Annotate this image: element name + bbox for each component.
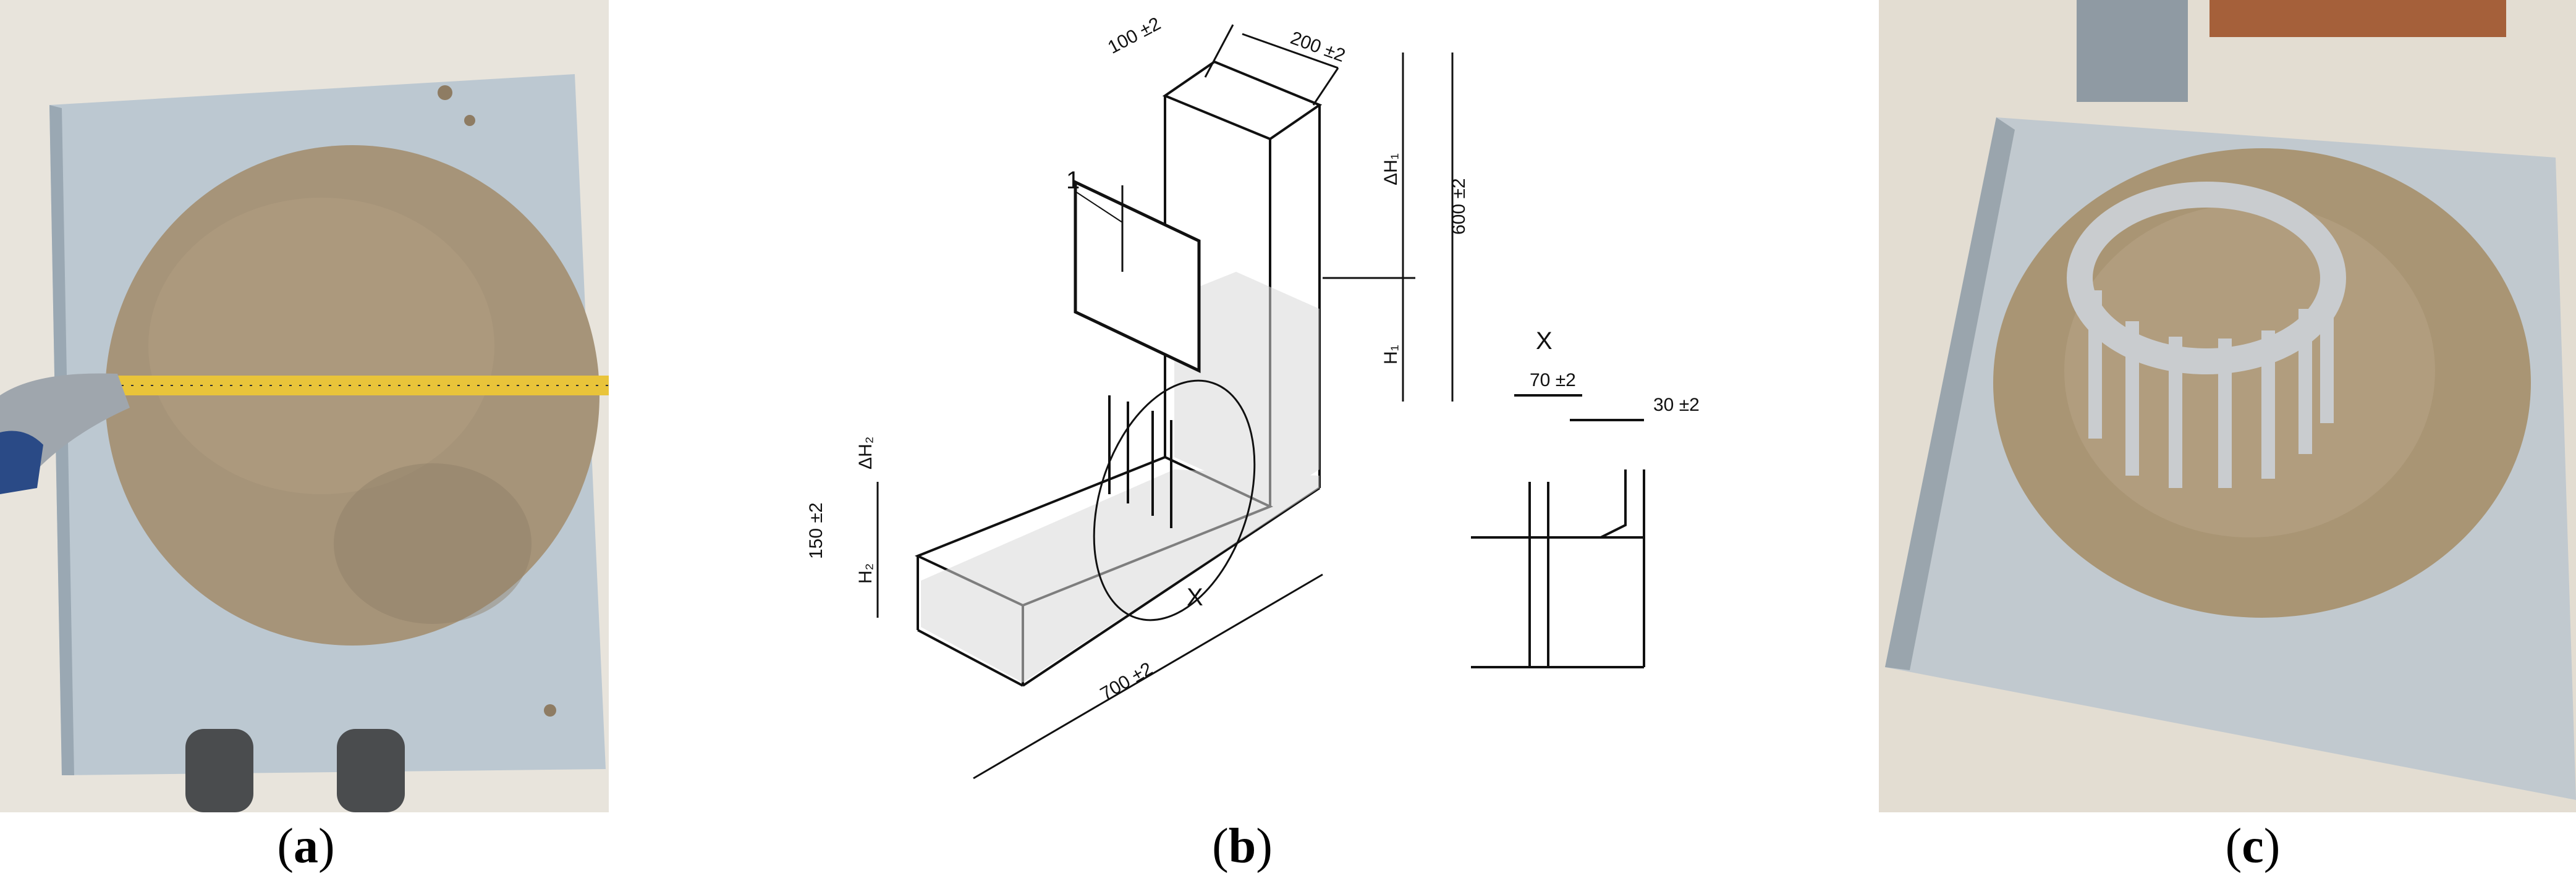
caption-a: (a) xyxy=(277,819,335,873)
dim-h2: H₂ xyxy=(855,563,876,584)
dim-h1: H₁ xyxy=(1381,345,1401,364)
dim-delta-h2: ΔH₂ xyxy=(855,437,876,469)
dim-total-height: 600 ±2 xyxy=(1449,178,1469,235)
photo-j-ring xyxy=(1879,0,2576,812)
detail-x-view xyxy=(1471,394,1645,668)
detail-title-x: X xyxy=(1536,327,1553,355)
left-shoe xyxy=(185,729,253,812)
detail-dim-gap: 70 ±2 xyxy=(1530,370,1576,390)
wooden-board xyxy=(2210,0,2506,37)
right-shoe xyxy=(337,729,405,812)
caption-b: (b) xyxy=(1212,819,1273,873)
rebar-bars xyxy=(1108,395,1172,528)
detail-label-x: X xyxy=(1187,584,1203,611)
dim-top-width: 100 ±2 xyxy=(1104,14,1164,58)
dim-delta-h1: ΔH₁ xyxy=(1381,153,1401,185)
dim-channel-length: 700 ±2 xyxy=(1097,658,1156,704)
metal-cone xyxy=(2077,0,2188,102)
gate-plate xyxy=(1074,180,1201,373)
j-ring-bars xyxy=(2088,278,2334,488)
caption-c: (c) xyxy=(2225,819,2281,873)
dim-channel-height: 150 ±2 xyxy=(806,502,826,559)
detail-x-marker xyxy=(1093,379,1256,621)
concrete-fill xyxy=(921,272,1320,683)
part-label-1: 1 xyxy=(1066,167,1080,194)
detail-dim-rod: 30 ±2 xyxy=(1653,395,1700,415)
l-box-drawing: 100 ±2 200 ±2 600 ±2 ΔH₁ H₁ ΔH₂ H₂ 150 ±… xyxy=(729,0,1743,812)
photo-slump-flow xyxy=(0,0,609,812)
plate-handle-edge xyxy=(1885,117,2015,670)
